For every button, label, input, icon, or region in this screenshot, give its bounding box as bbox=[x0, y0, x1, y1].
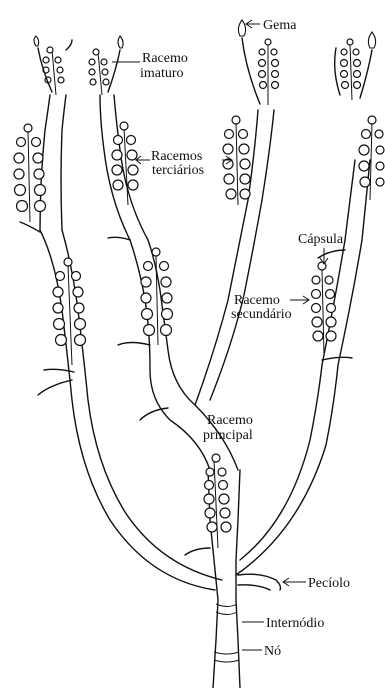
petiole-left bbox=[38, 380, 72, 395]
petiole-trunk-right bbox=[238, 574, 281, 590]
petiole-trunk-left bbox=[185, 548, 210, 555]
leader-lines bbox=[112, 20, 328, 650]
immature-raceme-2 bbox=[89, 36, 123, 95]
label-peciolo: Pecíolo bbox=[308, 576, 350, 591]
label-racemo-imaturo-line1: Racemo bbox=[142, 51, 188, 66]
label-racemos-terciarios-line1: Racemos bbox=[151, 149, 202, 164]
label-gema: Gema bbox=[263, 18, 297, 33]
label-racemos-terciarios-line2: terciários bbox=[152, 163, 204, 178]
secondary-raceme bbox=[312, 262, 337, 355]
immature-raceme-1 bbox=[34, 36, 72, 95]
left-primary-branch bbox=[40, 230, 215, 590]
label-racemo-imaturo-line2: imaturo bbox=[140, 66, 184, 81]
petiole-right bbox=[322, 357, 352, 360]
label-racemo-principal-line1: Racemo bbox=[207, 413, 253, 428]
center-middle-raceme bbox=[141, 248, 173, 345]
label-internodio: Internódio bbox=[266, 616, 324, 631]
petiole-upper-right bbox=[318, 250, 345, 258]
bud-gema bbox=[238, 20, 245, 36]
left-middle-raceme bbox=[53, 258, 86, 365]
right-primary-branch bbox=[240, 365, 322, 560]
label-no: Nó bbox=[264, 644, 281, 659]
trunk-node-lower bbox=[214, 652, 239, 654]
tertiary-raceme-left bbox=[14, 124, 46, 222]
immature-raceme-4 bbox=[335, 32, 376, 100]
label-capsula: Cápsula bbox=[298, 232, 344, 247]
label-racemo-secundario-line2: secundário bbox=[231, 307, 292, 322]
main-raceme bbox=[204, 454, 231, 548]
tertiary-raceme-center bbox=[112, 122, 138, 205]
plant-stems bbox=[20, 95, 370, 688]
petiole-upper-mid bbox=[108, 237, 130, 240]
label-racemo-principal-line2: principal bbox=[203, 428, 253, 443]
petiole-mid bbox=[118, 343, 150, 346]
label-racemo-secundario-line1: Racemo bbox=[234, 293, 280, 308]
petiole-upper-left bbox=[20, 222, 40, 232]
trunk-node-upper bbox=[216, 604, 237, 607]
racemes bbox=[14, 20, 384, 548]
tertiary-raceme-far-right bbox=[359, 116, 384, 200]
center-branch bbox=[130, 240, 210, 470]
